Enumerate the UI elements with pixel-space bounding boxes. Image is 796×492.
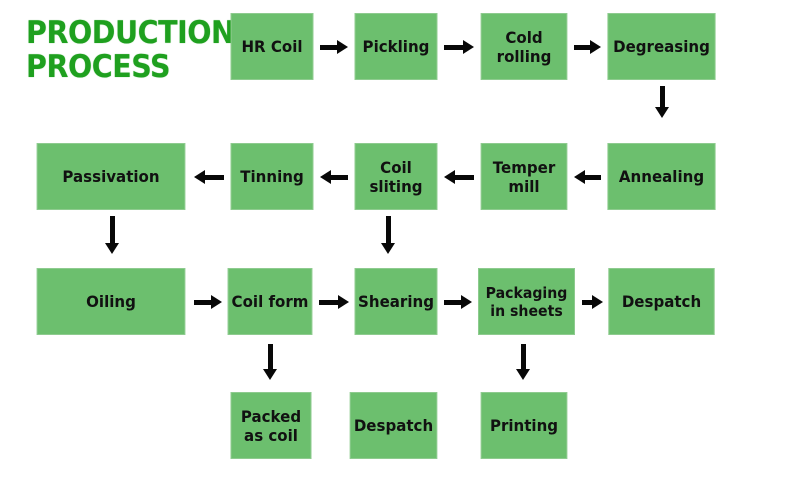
arrow-cold-rolling-to-degreasing: [574, 39, 601, 55]
node-degreasing[interactable]: Degreasing: [607, 13, 716, 80]
arrow-coil-sliting-to-shearing: [380, 216, 396, 254]
node-coil-sliting[interactable]: Coil sliting: [354, 143, 438, 210]
node-annealing[interactable]: Annealing: [607, 143, 716, 210]
arrow-tinning-to-passivation: [194, 169, 224, 185]
node-despatch-sheets[interactable]: Despatch: [608, 268, 715, 335]
node-printing[interactable]: Printing: [480, 392, 568, 459]
arrow-annealing-to-temper-mill: [574, 169, 601, 185]
node-packaging-in-sheets[interactable]: Packaging in sheets: [478, 268, 575, 335]
arrow-packaging-to-printing: [515, 344, 531, 380]
node-packed-as-coil[interactable]: Packed as coil: [230, 392, 312, 459]
node-coil-form[interactable]: Coil form: [227, 268, 313, 335]
arrow-hr-coil-to-pickling: [320, 39, 348, 55]
arrow-temper-mill-to-coil-sliting: [444, 169, 474, 185]
node-oiling[interactable]: Oiling: [36, 268, 186, 335]
node-tinning[interactable]: Tinning: [230, 143, 314, 210]
node-passivation[interactable]: Passivation: [36, 143, 186, 210]
arrow-oiling-to-coil-form: [194, 294, 222, 310]
node-cold-rolling[interactable]: Cold rolling: [480, 13, 568, 80]
arrow-coil-sliting-to-tinning: [320, 169, 348, 185]
arrow-coil-form-to-shearing: [319, 294, 349, 310]
arrow-packaging-to-despatch: [582, 294, 603, 310]
node-hr-coil[interactable]: HR Coil: [230, 13, 314, 80]
arrow-passivation-to-oiling: [104, 216, 120, 254]
page-title: PRODUCTION PROCESS: [26, 15, 235, 85]
node-shearing[interactable]: Shearing: [354, 268, 438, 335]
node-temper-mill[interactable]: Temper mill: [480, 143, 568, 210]
node-despatch-coil[interactable]: Despatch: [349, 392, 438, 459]
arrow-shearing-to-packaging: [444, 294, 472, 310]
arrow-pickling-to-cold-rolling: [444, 39, 474, 55]
arrow-degreasing-to-annealing: [654, 86, 670, 118]
arrow-coil-form-to-packed-as-coil: [262, 344, 278, 380]
node-pickling[interactable]: Pickling: [354, 13, 438, 80]
